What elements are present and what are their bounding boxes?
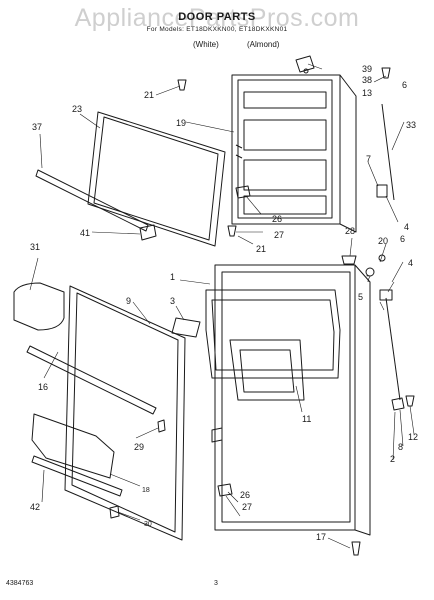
page-number: 3 [214,580,218,587]
callout-33: 33 [406,120,416,130]
callout-21a: 21 [144,90,154,100]
callout-8: 8 [398,442,403,452]
callout-11: 11 [302,414,311,424]
freezer-gasket [87,111,226,247]
hinge-bracket-top [376,184,388,198]
callout-26a: 26 [272,214,282,224]
callout-31: 31 [30,242,40,252]
callout-26b: 26 [240,490,250,500]
callout-5: 5 [358,292,363,302]
door-bin-rail [31,455,123,497]
freezer-shelf-strip [35,169,149,232]
door-bin [31,413,115,479]
callout-9: 9 [126,296,131,306]
door-shelf-bar [26,345,157,415]
callout-13: 13 [362,88,372,98]
color-label-almond: (Almond) [247,40,280,49]
callout-39: 39 [362,64,372,74]
callout-38: 38 [362,75,372,85]
color-label-white: (White) [193,40,219,49]
fresh-food-door [205,264,371,536]
hole-plug [295,55,315,73]
callout-19: 19 [176,118,186,128]
hinge-pin-rod-top [381,103,395,201]
screw-hardware [109,67,415,556]
callout-17: 17 [316,532,326,542]
leader-lines [29,63,415,549]
callout-3: 3 [170,296,175,306]
callout-21b: 21 [256,244,266,254]
hinge-pin-rod-bottom [385,297,401,401]
callout-7a: 7 [366,154,371,164]
dairy-compartment-door [13,282,65,331]
callout-18: 18 [142,487,150,494]
callout-1: 1 [170,272,175,282]
callout-20: 20 [378,236,388,246]
callout-29: 29 [134,442,144,452]
clip [139,224,157,241]
page-title: DOOR PARTS [178,11,256,23]
callout-4b: 4 [408,258,413,268]
callout-37: 37 [32,122,42,132]
hinge-bracket-bottom [379,289,393,301]
watermark: AppliancePartsPros.com [74,4,360,32]
callout-28: 28 [345,226,355,236]
callout-4a: 4 [404,222,409,232]
callout-16: 16 [38,382,48,392]
model-numbers: For Models: ET18DKXKN00, ET18DKXKN01 [146,26,288,33]
callout-2: 2 [390,454,395,464]
callout-6b: 6 [400,234,405,244]
callout-42: 42 [30,502,40,512]
callout-12: 12 [408,432,418,442]
part-number: 4384763 [6,580,34,587]
callout-41: 41 [80,228,90,238]
freezer-door [231,68,357,233]
callout-30: 30 [144,521,152,528]
callout-7b: 7 [366,274,371,284]
callout-6a: 6 [402,80,407,90]
hinge-cap [341,255,357,265]
fresh-food-gasket [64,285,186,541]
callout-27b: 27 [242,502,252,512]
pad [171,317,201,338]
callout-27a: 27 [274,230,284,240]
callout-23: 23 [72,104,82,114]
